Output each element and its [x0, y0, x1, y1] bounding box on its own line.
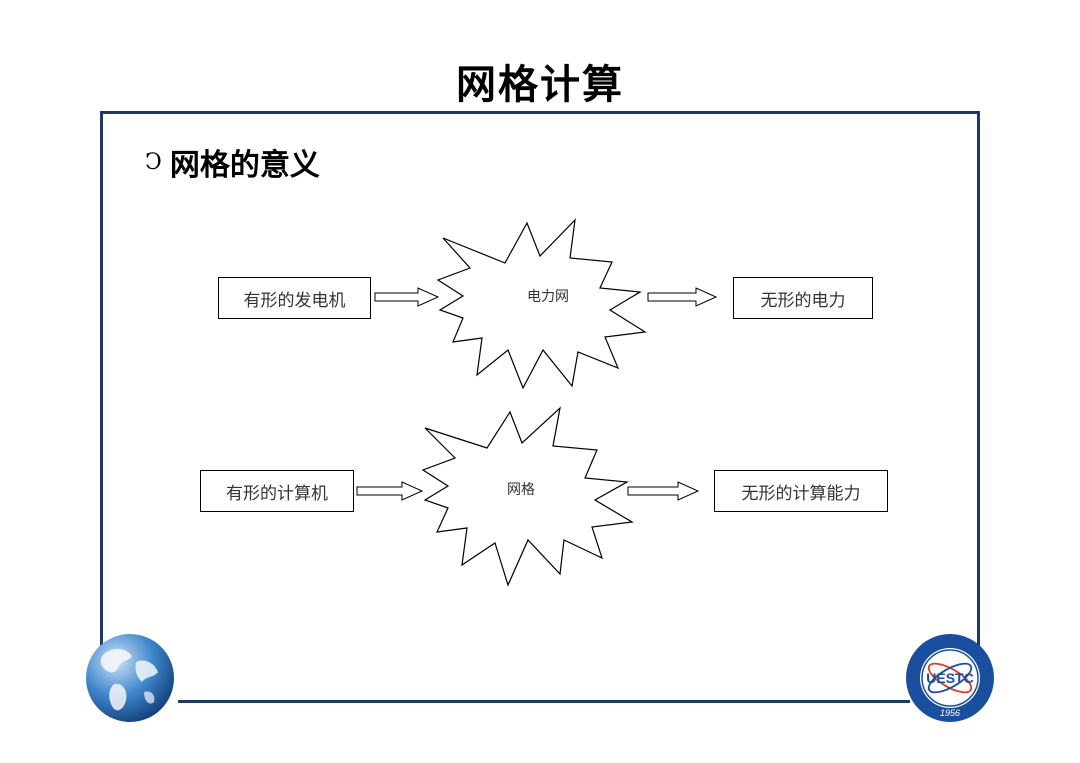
content-frame	[100, 111, 980, 703]
arrow-row1-right	[647, 287, 718, 307]
bullet-icon: Ͻ	[145, 149, 162, 175]
label-grid: 网格	[507, 482, 535, 498]
power-grid-starburst	[436, 218, 647, 390]
box-intangible-power: 无形的电力	[733, 277, 873, 319]
arrow-row2-right	[627, 481, 700, 501]
arrow-row2-left	[356, 481, 424, 501]
slide-title: 网格计算	[456, 62, 624, 108]
seal-year: 1956	[940, 708, 960, 718]
globe-icon	[86, 634, 174, 722]
box-tangible-computer: 有形的计算机	[200, 470, 354, 512]
section-heading: 网格的意义	[169, 148, 320, 183]
box-tangible-generator: 有形的发电机	[218, 277, 371, 319]
seal-text: UESTC	[926, 670, 973, 686]
university-seal-icon: UESTC 1956	[906, 634, 994, 722]
label-power-grid: 电力网	[527, 289, 569, 305]
grid-starburst	[421, 406, 634, 587]
frame-bottom-line	[178, 700, 910, 703]
box-intangible-computing-power: 无形的计算能力	[714, 470, 888, 512]
section-heading-row: Ͻ 网格的意义	[145, 142, 320, 183]
arrow-row1-left	[374, 287, 440, 307]
